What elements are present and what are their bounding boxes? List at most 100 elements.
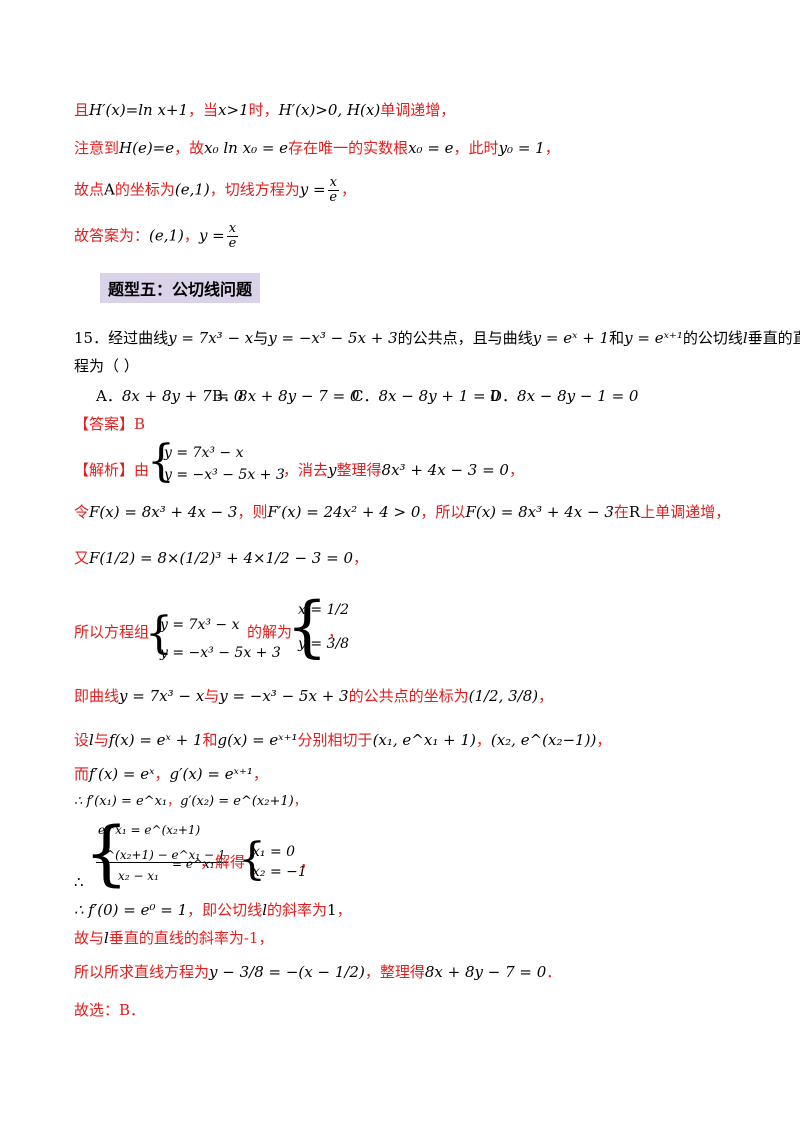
text: 故点 xyxy=(74,180,105,199)
text: 和 xyxy=(202,731,218,749)
fraction-right-side: = e^x₁ xyxy=(172,857,215,871)
text: 的公切线 xyxy=(682,329,743,347)
text: ， xyxy=(300,853,316,871)
text: ，当 xyxy=(188,101,219,119)
analysis-step-7: 而f′(x) = eˣ，g′(x) = eˣ⁺¹， xyxy=(74,764,268,784)
text: 的坐标为 xyxy=(114,180,175,199)
text: ，解得 xyxy=(200,853,246,871)
question-line-2: 程为（ ） xyxy=(74,357,139,375)
analysis-step-5: 即曲线y = 7x³ − x与y = −x³ − 5x + 3的公共点的坐标为(… xyxy=(74,686,553,706)
math: (x₂, e^(x₂−1)) xyxy=(490,731,597,749)
math: ∴ f′(0) = e⁰ = 1 xyxy=(74,901,188,919)
answer-value: B xyxy=(134,415,146,433)
left-brace: { xyxy=(147,436,175,487)
text: 15．经过曲线 xyxy=(74,329,169,347)
math: ∴ f′(x₁) = e^x₁ xyxy=(74,794,168,809)
text: ，切线方程为 xyxy=(209,180,300,199)
text: 与 xyxy=(93,731,109,749)
text: ，则 xyxy=(237,503,268,521)
answer-label: 【答案】 xyxy=(74,415,135,433)
option-text: 8x − 8y − 1 = 0 xyxy=(517,387,639,405)
text: ， xyxy=(336,901,352,919)
math: (e,1) xyxy=(174,180,210,199)
math: y = xyxy=(198,226,225,245)
analysis-step-8: ∴ f′(x₁) = e^x₁，g′(x₂) = e^(x₂+1)， xyxy=(74,792,307,812)
text: 存在唯一的实数根 xyxy=(288,139,409,157)
solution-x1: x₁ = 0 xyxy=(252,844,296,860)
system-eq-2: y = −x³ − 5x + 3 xyxy=(164,467,285,483)
math: y = 7x³ − x xyxy=(119,687,205,705)
text: 的解为 xyxy=(247,623,293,641)
text: 垂直的直线的斜率为-1， xyxy=(108,929,274,947)
math: y = eˣ⁺¹ xyxy=(624,329,683,347)
text: ， xyxy=(353,549,369,567)
math: g(x) = eˣ⁺¹ xyxy=(217,731,298,749)
text: 且 xyxy=(74,101,90,119)
text: 设 xyxy=(74,731,90,749)
text: 分别相切于 xyxy=(297,731,373,749)
option-label: C． xyxy=(352,387,379,405)
math: A xyxy=(104,180,115,199)
text: ， xyxy=(252,765,268,783)
text: 垂直的直线方 xyxy=(747,329,800,347)
left-brace: { xyxy=(238,834,266,885)
math: x₀ = e xyxy=(408,139,454,157)
analysis-step-10: ∴ f′(0) = e⁰ = 1，即公切线l的斜率为1， xyxy=(74,900,352,920)
text: 和 xyxy=(609,329,625,347)
math: H′(x)>0, H(x) xyxy=(278,101,381,119)
option-text: 8x + 8y − 7 = 0 xyxy=(238,387,360,405)
math: (1/2, 3/8) xyxy=(468,687,539,705)
text: 又 xyxy=(74,549,90,567)
math: y xyxy=(328,461,337,479)
math: y₀ = 1 xyxy=(498,139,545,157)
text: 所以所求直线方程为 xyxy=(74,963,210,981)
text: ， xyxy=(154,765,170,783)
option-text: 8x + 8y + 7 = 0 xyxy=(121,387,244,405)
text: ， xyxy=(596,731,612,749)
math: F(1/2) = 8×(1/2)³ + 4×1/2 − 3 = 0 xyxy=(89,549,353,567)
math: 8x + 8y − 7 = 0 xyxy=(424,963,547,981)
text: ， xyxy=(328,623,344,641)
math: y = xyxy=(299,180,326,199)
math: y = −x³ − 5x + 3 xyxy=(219,687,349,705)
text: ， xyxy=(508,461,524,479)
solution-y: y = 3/8 xyxy=(298,636,350,652)
text: 与 xyxy=(253,329,269,347)
option-a: A．8x + 8y + 7 = 0 xyxy=(96,386,243,406)
math: y − 3/8 = −(x − 1/2) xyxy=(209,963,365,981)
analysis-step-2: 令F(x) = 8x³ + 4x − 3，则F′(x) = 24x² + 4 >… xyxy=(74,502,730,522)
numerator: x xyxy=(226,221,239,237)
left-brace: { xyxy=(286,588,328,665)
option-d: D．8x − 8y − 1 = 0 xyxy=(490,386,638,406)
option-label: B． xyxy=(212,387,239,405)
math: y = −x³ − 5x + 3 xyxy=(268,329,398,347)
text: 即曲线 xyxy=(74,687,120,705)
text: ，消去 xyxy=(283,461,329,479)
text: 所以方程组 xyxy=(74,623,150,641)
math: l xyxy=(89,731,94,749)
analysis-step-3: 又F(1/2) = 8×(1/2)³ + 4×1/2 − 3 = 0， xyxy=(74,548,368,568)
system-eq-2: y = −x³ − 5x + 3 xyxy=(160,645,281,661)
math: x₀ ln x₀ = e xyxy=(204,139,289,157)
question-line-1: 15．经过曲线y = 7x³ − x与y = −x³ − 5x + 3的公共点，… xyxy=(74,328,800,348)
text: 在 xyxy=(613,503,629,521)
text: ，即公切线 xyxy=(187,901,263,919)
analysis-label: 【解析】 xyxy=(74,461,135,479)
analysis-step-12: 所以所求直线方程为y − 3/8 = −(x − 1/2)，整理得8x + 8y… xyxy=(74,962,561,982)
solution-line-2: 注意到H(e)=e，故x₀ ln x₀ = e存在唯一的实数根x₀ = e，此时… xyxy=(74,138,560,158)
math: l xyxy=(104,929,109,947)
analysis-step-1: 【解析】由，消去y整理得8x³ + 4x − 3 = 0， xyxy=(74,460,524,480)
therefore-symbol: ∴ xyxy=(74,873,84,891)
option-b: B．8x + 8y − 7 = 0 xyxy=(212,386,359,406)
text: 单调递增， xyxy=(380,101,456,119)
option-label: A． xyxy=(96,387,122,405)
denominator: e xyxy=(228,236,237,251)
math: 8x³ + 4x − 3 = 0 xyxy=(381,461,509,479)
math: H′(x)=ln x+1 xyxy=(89,101,189,119)
math: y = 7x³ − x xyxy=(168,329,254,347)
text: 的斜率为 xyxy=(267,901,328,919)
denominator: e xyxy=(329,190,338,205)
